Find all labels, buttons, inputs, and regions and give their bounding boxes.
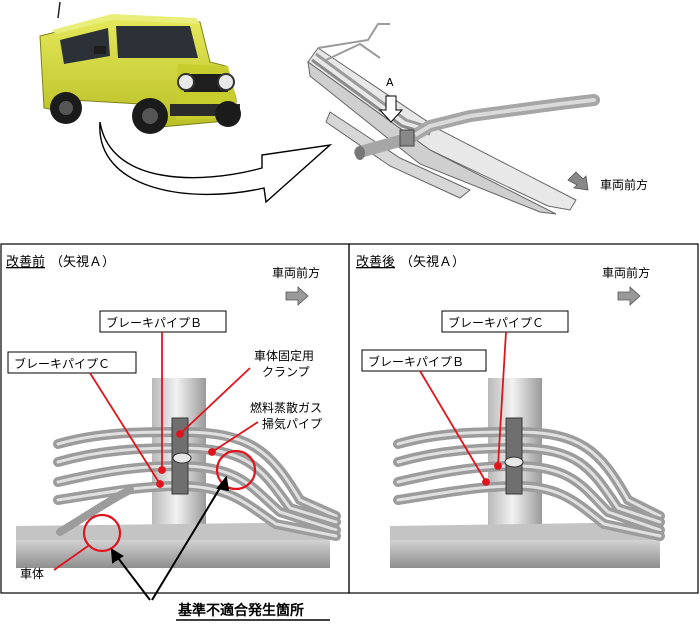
before-brake-pipe-b-box bbox=[99, 310, 227, 333]
before-clamp-label-2: クランプ bbox=[262, 365, 310, 379]
before-clamp-label-1: 車体固定用 bbox=[254, 348, 314, 363]
after-callouts bbox=[419, 331, 507, 486]
before-brake-pipe-c-box bbox=[7, 351, 137, 374]
before-front-arrow-icon bbox=[285, 286, 309, 306]
after-pipe-scene bbox=[390, 378, 665, 568]
before-evap-label-2: 掃気パイプ bbox=[262, 416, 322, 431]
top-front-label: 車両前方 bbox=[600, 177, 648, 192]
frame-illustration bbox=[307, 23, 600, 215]
before-brake-pipe-c-label: ブレーキパイプＣ bbox=[14, 356, 110, 371]
vehicle-illustration bbox=[39, 1, 241, 134]
after-panel-frame bbox=[348, 243, 699, 594]
after-front-arrow-icon bbox=[617, 286, 641, 306]
after-brake-pipe-c-box bbox=[441, 310, 569, 333]
after-front-label: 車両前方 bbox=[602, 265, 650, 280]
before-callouts bbox=[53, 332, 259, 571]
after-brake-pipe-b-label: ブレーキパイプＢ bbox=[368, 354, 464, 369]
before-brake-pipe-b-label: ブレーキパイプＢ bbox=[106, 315, 202, 330]
after-heading-suffix: （矢視Ａ） bbox=[400, 255, 465, 270]
before-pipe-scene bbox=[16, 378, 341, 568]
before-body-label: 車体 bbox=[20, 567, 44, 581]
zoom-arrow bbox=[99, 121, 333, 204]
after-brake-pipe-c-label: ブレーキパイプＣ bbox=[448, 315, 544, 330]
nonconformity-pointer bbox=[110, 475, 230, 601]
before-panel: 改善前 （矢視Ａ） 車両前方 bbox=[6, 254, 341, 581]
nonconformity-label: 基準不適合発生箇所 bbox=[178, 602, 304, 619]
before-front-label: 車両前方 bbox=[272, 265, 320, 280]
view-marker-a: A bbox=[386, 76, 394, 89]
before-evap-label-1: 燃料蒸散ガス bbox=[250, 400, 322, 415]
before-heading-suffix: （矢視Ａ） bbox=[50, 255, 115, 270]
after-panel: 改善後 （矢視Ａ） 車両前方 ブレーキパイプＣ bbox=[356, 254, 665, 568]
top-front-arrow-icon bbox=[567, 171, 589, 191]
before-heading: 改善前 bbox=[6, 254, 45, 270]
after-heading: 改善後 bbox=[356, 254, 395, 270]
after-brake-pipe-b-box bbox=[361, 349, 487, 372]
